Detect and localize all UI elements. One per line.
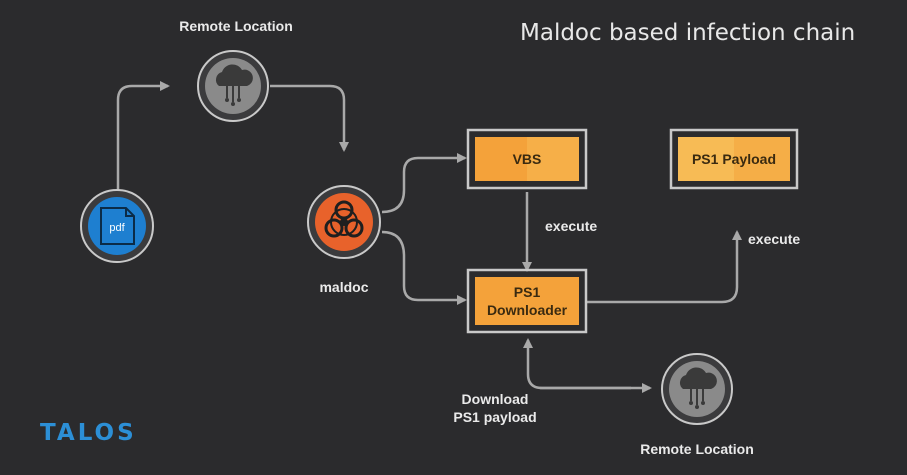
biohazard-icon	[324, 200, 364, 238]
ps1-downloader-box	[466, 268, 588, 334]
edge-downloader-to-payload	[585, 230, 742, 304]
cloud-network-icon	[679, 367, 717, 409]
diagram-title: Maldoc based infection chain	[520, 20, 856, 46]
remote-location-bottom-node	[661, 353, 733, 425]
edge-remote-to-maldoc	[270, 84, 349, 152]
ps1-payload-box	[669, 128, 799, 190]
edge-pdf-to-remote	[116, 81, 170, 196]
pdf-document-icon	[100, 207, 135, 245]
ps1-downloader-label-line1: PS1	[514, 284, 541, 300]
download-label-line1: Download	[461, 391, 529, 407]
remote-location-top-node	[197, 50, 269, 122]
ps1-downloader-label-line2: Downloader	[487, 302, 568, 318]
edge-download-payload	[523, 338, 631, 390]
edge-maldoc-to-vbs	[381, 153, 467, 214]
execute-label-vbs: execute	[545, 218, 598, 234]
cloud-network-icon	[215, 64, 253, 106]
remote-location-top-label: Remote Location	[179, 18, 293, 34]
maldoc-label: maldoc	[319, 279, 369, 295]
maldoc-node	[307, 185, 381, 259]
remote-location-bottom-label: Remote Location	[640, 441, 754, 457]
download-label-line2: PS1 payload	[453, 409, 537, 425]
ps1-payload-label: PS1 Payload	[692, 151, 776, 167]
vbs-box	[466, 128, 588, 190]
talos-logo: TALOS	[40, 420, 137, 446]
edge-maldoc-to-downloader	[381, 230, 467, 305]
vbs-label: VBS	[513, 151, 542, 167]
execute-label-payload: execute	[748, 231, 801, 247]
pdf-node	[80, 189, 154, 263]
pdf-icon-label: pdf	[109, 222, 125, 234]
